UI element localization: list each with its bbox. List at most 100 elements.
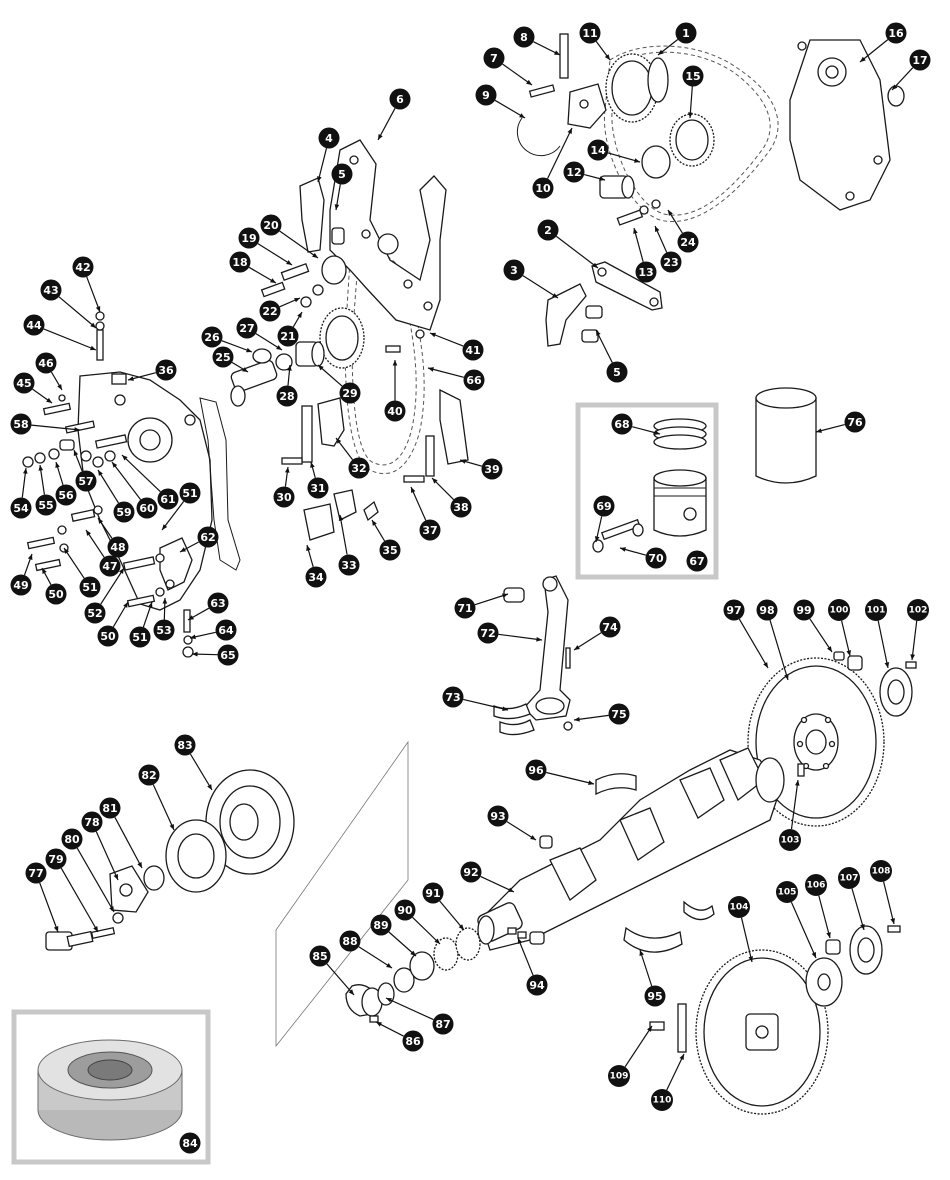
callout-number: 15 [685, 70, 700, 83]
callout-circle [793, 599, 815, 621]
callout-number: 74 [602, 621, 618, 634]
timing-plate [329, 139, 447, 331]
leader-line-33 [339, 514, 348, 555]
callout-circle [513, 26, 535, 48]
leader-arrow-54 [23, 468, 28, 474]
leader-arrow-1 [658, 49, 664, 55]
leader-line-19 [257, 243, 293, 266]
camshaft-sprocket [605, 53, 669, 123]
callout-number: 2 [544, 224, 552, 237]
leader-arrow-24 [668, 210, 673, 216]
leader-line-43 [58, 296, 97, 329]
callout-circle [526, 974, 548, 996]
leader-arrow-22 [294, 298, 300, 303]
callout-number: 62 [200, 531, 215, 544]
callout-19: 19 [238, 227, 260, 249]
leader-arrow-31 [310, 462, 315, 468]
callout-70: 70 [645, 547, 667, 569]
leader-line-13 [633, 227, 644, 263]
callout-number: 43 [43, 284, 58, 297]
leader-arrow-80 [109, 906, 114, 912]
callout-circle [259, 300, 281, 322]
leader-arrow-89 [410, 950, 416, 956]
callout-6: 6 [389, 88, 411, 110]
callout-circle [155, 359, 177, 381]
bracket-33 [303, 489, 379, 541]
leader-arrow-48 [98, 518, 104, 524]
leader-line-42 [86, 276, 101, 313]
callout-104: 104 [728, 896, 750, 918]
leader-arrow-4 [317, 176, 322, 182]
leader-arrow-50 [123, 602, 128, 608]
callout-number: 47 [102, 560, 117, 573]
leader-arrow-96 [588, 780, 594, 785]
leader-arrow-61 [122, 455, 128, 461]
callout-circle [113, 501, 135, 523]
callout-40: 40 [384, 400, 406, 422]
callout-103: 103 [779, 829, 801, 851]
leader-arrow-42 [95, 306, 101, 312]
callout-number: 103 [781, 836, 800, 846]
callout-circle [13, 372, 35, 394]
callout-49: 49 [10, 574, 32, 596]
callout-67: 67 [686, 550, 708, 572]
callout-circle [35, 494, 57, 516]
bracket-62 [122, 537, 194, 658]
callout-circle [339, 382, 361, 404]
callout-101: 101 [865, 599, 887, 621]
leader-line-73 [463, 698, 509, 711]
callout-circle [644, 985, 666, 1007]
leader-line-91 [439, 900, 465, 931]
callout-circle [379, 539, 401, 561]
callout-102: 102 [907, 599, 929, 621]
leader-arrow-57 [73, 450, 79, 456]
callout-18: 18 [229, 251, 251, 273]
callout-53: 53 [153, 619, 175, 641]
callout-number: 107 [840, 874, 859, 884]
callout-circle [611, 413, 633, 435]
leader-arrow-88 [386, 963, 392, 968]
callout-number: 64 [218, 624, 234, 637]
callout-circle [402, 1030, 424, 1052]
cylinder-liner [755, 387, 817, 484]
leader-arrow-20 [312, 252, 318, 258]
callout-71: 71 [454, 597, 476, 619]
callout-circle [756, 599, 778, 621]
leader-line-102 [911, 620, 918, 661]
callout-63: 63 [207, 592, 229, 614]
callout-circle [339, 930, 361, 952]
leader-arrow-75 [574, 717, 580, 722]
callout-73: 73 [442, 686, 464, 708]
callout-circle [384, 400, 406, 422]
callout-number: 101 [867, 606, 886, 616]
leader-arrow-2 [592, 262, 598, 268]
callout-61: 61 [157, 488, 179, 510]
chain-guide-32 [281, 397, 345, 465]
callout-number: 5 [613, 366, 621, 379]
leader-arrow-78 [113, 874, 118, 880]
callout-circle [909, 49, 931, 71]
callout-9: 9 [475, 84, 497, 106]
leader-line-107 [851, 888, 865, 931]
callout-circle [606, 361, 628, 383]
bolt-7 [528, 84, 556, 98]
leader-arrow-41 [430, 332, 436, 338]
callout-50: 50 [97, 625, 119, 647]
leader-arrow-38 [432, 478, 438, 484]
callout-number: 54 [13, 502, 29, 515]
leader-arrow-49 [27, 554, 33, 560]
callout-number: 23 [663, 256, 678, 269]
leader-line-103 [790, 779, 799, 830]
callout-circle [207, 592, 229, 614]
callout-circle [463, 369, 485, 391]
callout-number: 39 [484, 463, 499, 476]
leader-arrow-76 [816, 428, 822, 433]
callout-circle [389, 88, 411, 110]
leader-line-93 [506, 821, 537, 841]
piston-inset [575, 402, 719, 580]
leader-arrow-33 [338, 515, 344, 521]
callout-26: 26 [201, 326, 223, 348]
callout-circle [635, 261, 657, 283]
callout-circle [309, 945, 331, 967]
leader-arrow-85 [348, 989, 354, 995]
